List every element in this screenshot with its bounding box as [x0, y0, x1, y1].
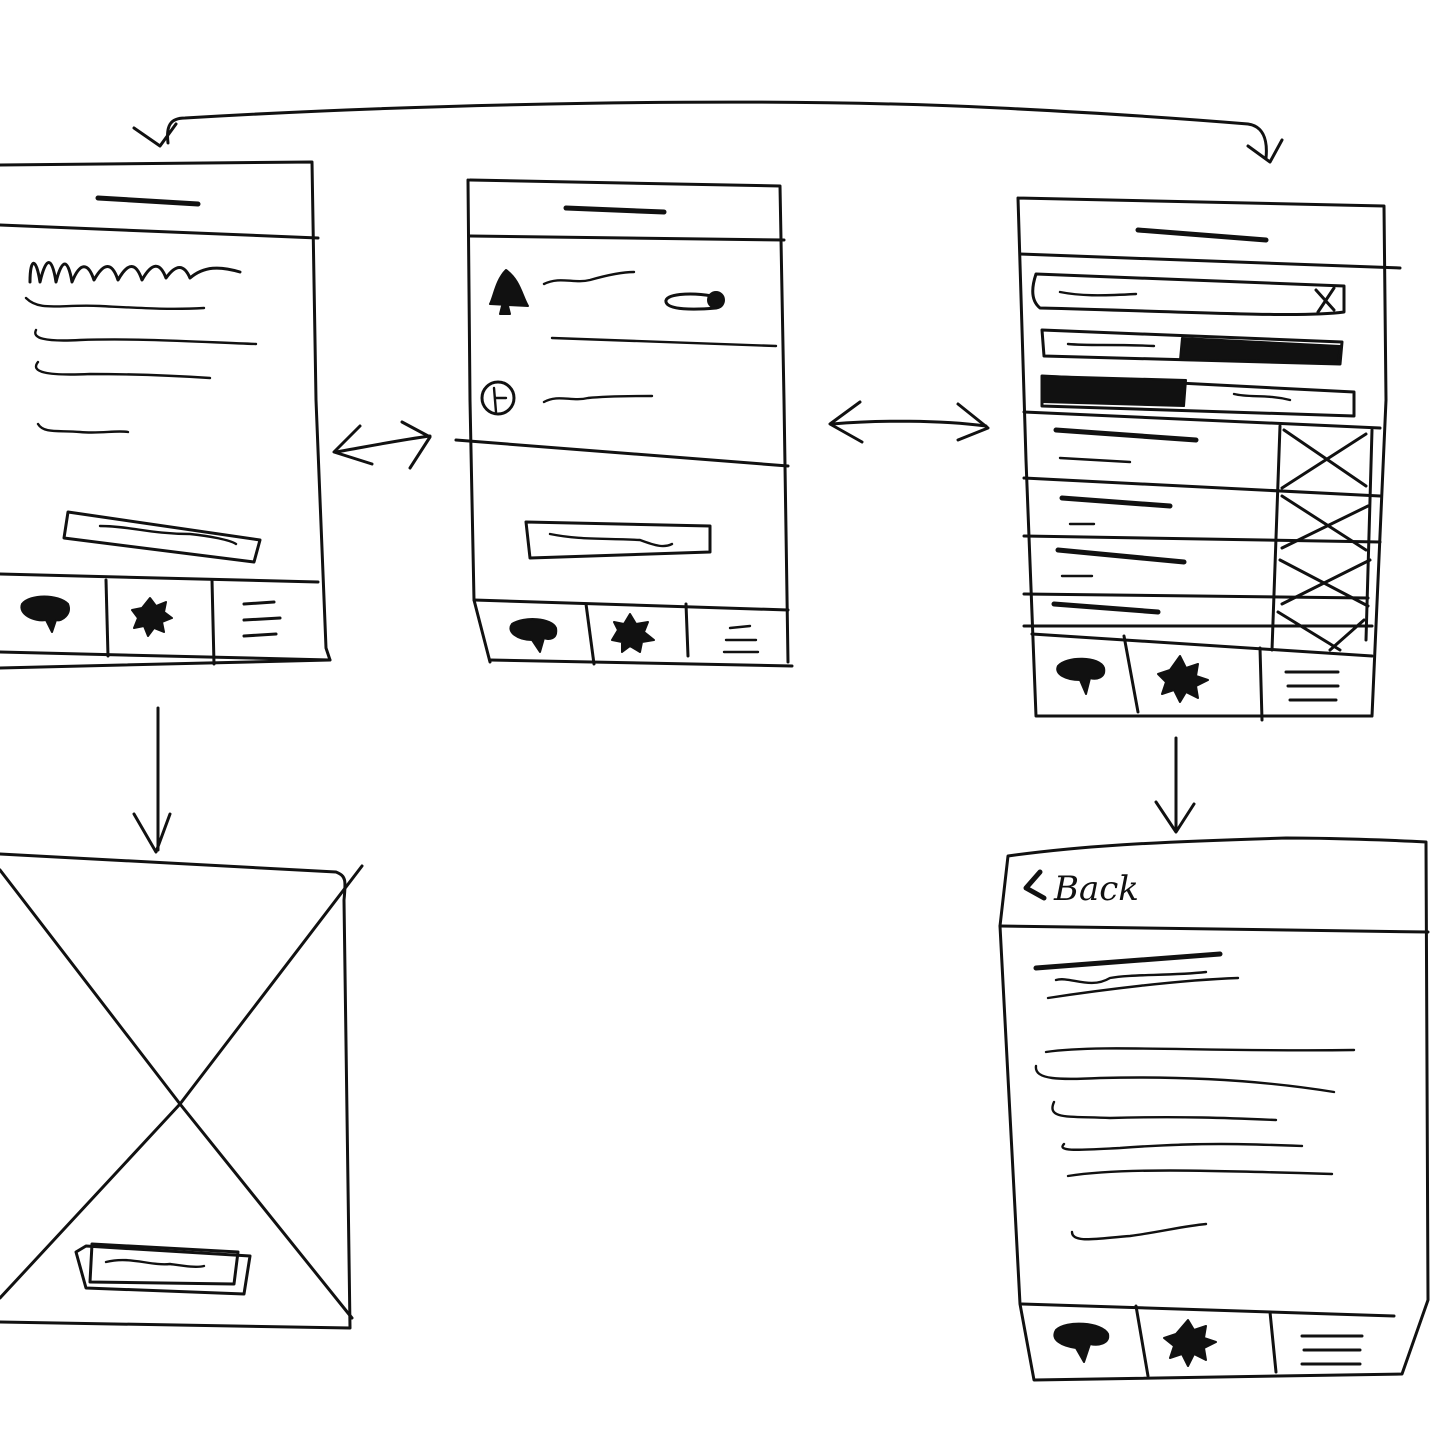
screen-image-viewer-frame	[0, 852, 352, 1330]
list-item[interactable]	[1051, 601, 1161, 615]
gear-icon[interactable]	[1163, 1319, 1217, 1367]
chat-bubble-icon[interactable]	[20, 595, 70, 633]
clock-icon	[480, 380, 516, 416]
gear-icon[interactable]	[1157, 655, 1209, 703]
settings-row-notifications	[489, 269, 778, 348]
screen-image-viewer-button[interactable]	[74, 1242, 252, 1296]
chevron-left-icon[interactable]	[1023, 869, 1047, 901]
screen-search-list-tabbar	[1030, 632, 1374, 722]
settings-row-time[interactable]	[480, 380, 654, 416]
detail-body-text	[1034, 1047, 1356, 1241]
arrow-top-connector	[166, 100, 1268, 160]
screen-home	[0, 160, 332, 670]
menu-icon[interactable]	[1284, 670, 1340, 702]
chat-bubble-icon[interactable]	[1056, 657, 1106, 695]
screen-home-frame	[0, 160, 332, 670]
screen-home-header-divider	[0, 223, 320, 240]
screen-settings-save-button[interactable]	[524, 520, 712, 560]
filter-row-2[interactable]	[1040, 374, 1356, 418]
notifications-toggle[interactable]	[664, 291, 725, 311]
gear-icon[interactable]	[131, 597, 173, 637]
close-icon[interactable]	[1314, 286, 1336, 314]
screen-search-list	[1016, 196, 1402, 722]
screen-home-text-lines	[24, 261, 258, 434]
arrow-double-1-2	[334, 434, 432, 454]
arrowhead-top-left	[132, 122, 178, 148]
bell-icon	[489, 269, 529, 315]
search-bar[interactable]	[1031, 272, 1346, 317]
screen-detail-frame	[998, 836, 1430, 1382]
screen-search-list-title-placeholder	[1135, 227, 1269, 243]
flow-arrows	[132, 100, 1284, 854]
filter-row-1[interactable]	[1040, 328, 1344, 366]
screen-home-action-button[interactable]	[62, 510, 262, 564]
screen-image-viewer	[0, 852, 364, 1330]
screen-settings-title-placeholder	[563, 205, 667, 215]
screen-settings-tabbar	[472, 598, 794, 668]
screen-settings	[454, 178, 794, 668]
list-item[interactable]	[1055, 547, 1187, 578]
list-item[interactable]	[1059, 495, 1173, 526]
arrowhead-top-right	[1246, 138, 1284, 164]
search-input[interactable]	[1058, 290, 1138, 297]
arrow-double-2-3	[830, 419, 988, 428]
back-button[interactable]: Back	[1023, 869, 1139, 909]
menu-icon[interactable]	[1300, 1334, 1364, 1366]
result-list	[1022, 424, 1382, 652]
screen-detail-tabbar	[1020, 1302, 1396, 1378]
list-item[interactable]	[1053, 427, 1199, 464]
screen-search-list-frame	[1016, 196, 1388, 718]
screen-settings-frame	[466, 178, 790, 664]
detail-title-placeholder	[1033, 951, 1240, 1000]
image-placeholder-column	[1270, 424, 1374, 652]
screen-home-title-placeholder	[95, 195, 201, 207]
chat-bubble-icon[interactable]	[1053, 1322, 1110, 1363]
menu-icon[interactable]	[722, 624, 760, 654]
screen-home-tabbar	[0, 572, 332, 666]
gear-icon[interactable]	[611, 613, 655, 653]
screen-detail: Back	[998, 836, 1430, 1382]
back-label[interactable]: Back	[1053, 869, 1139, 909]
chat-bubble-icon[interactable]	[509, 618, 558, 653]
menu-icon[interactable]	[242, 600, 282, 638]
